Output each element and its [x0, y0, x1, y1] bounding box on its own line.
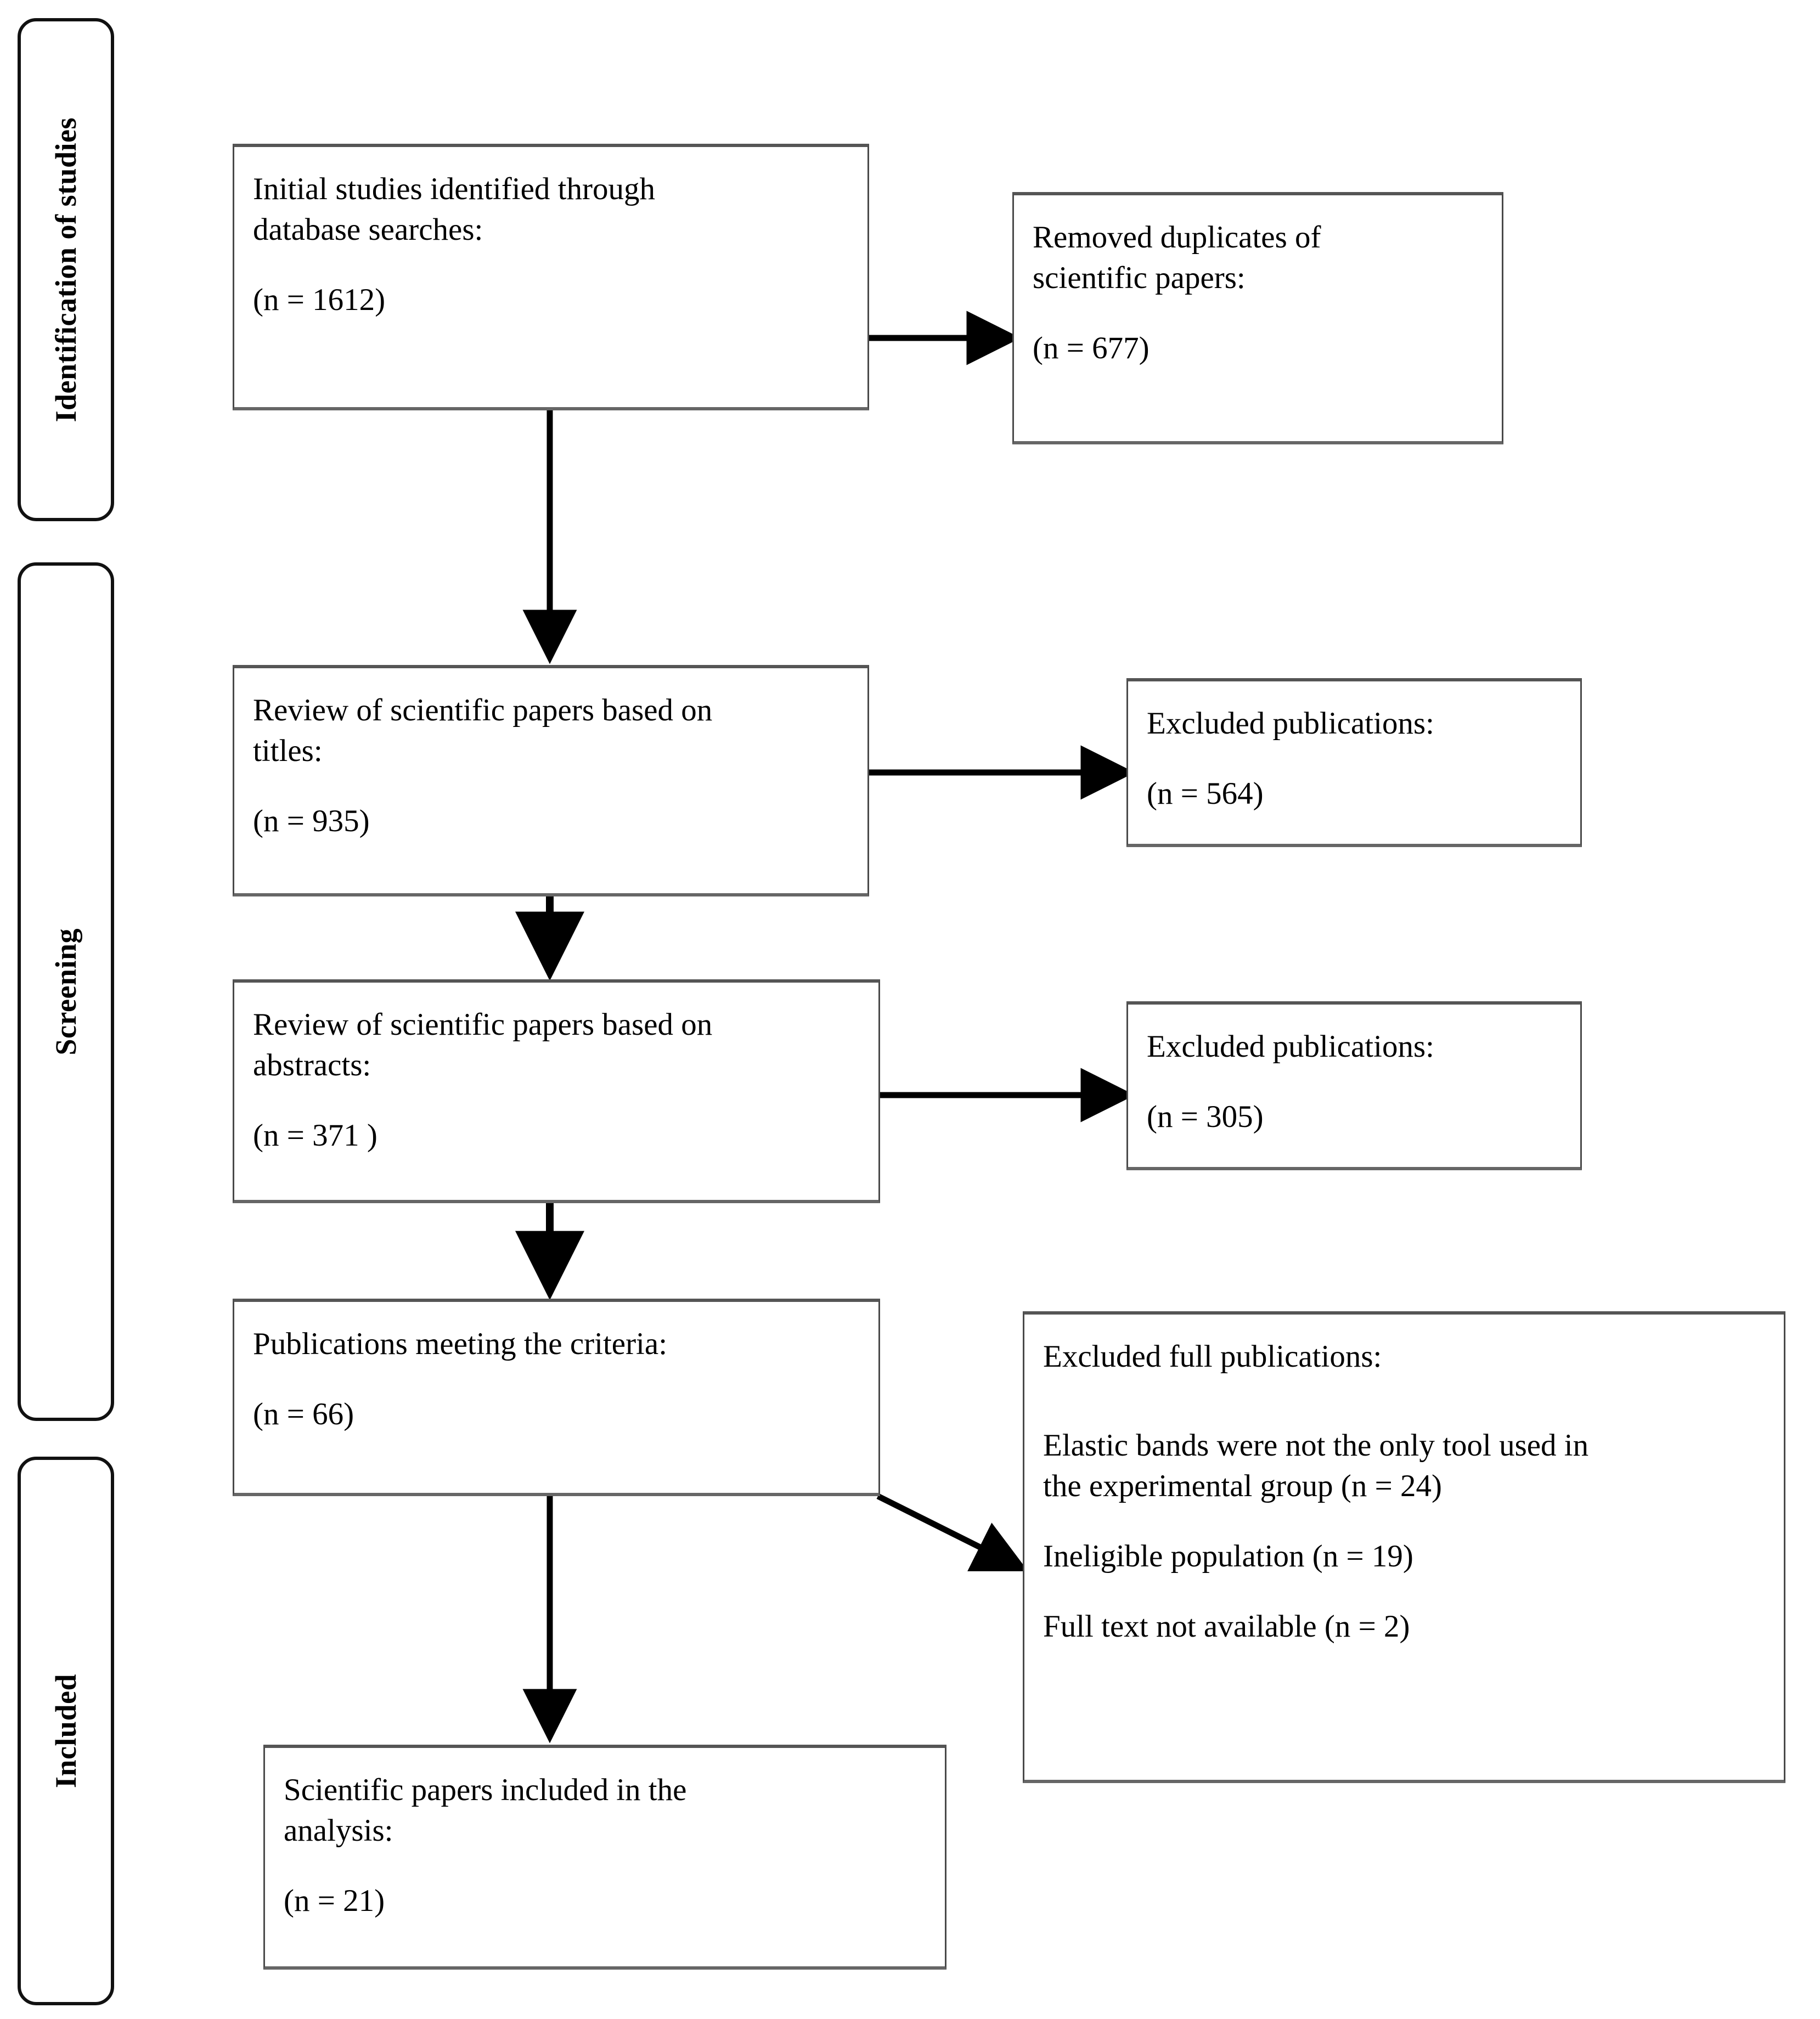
excluded-full-reason1-line1: Elastic bands were not the only tool use… [1043, 1428, 1589, 1463]
meeting-criteria-count: (n = 66) [253, 1397, 354, 1432]
stage-label-screening: Screening [49, 928, 82, 1056]
review-abstracts-count: (n = 371 ) [253, 1118, 377, 1153]
excluded-full-reason2: Ineligible population (n = 19) [1043, 1539, 1413, 1574]
stage-label-included: Included [49, 1673, 82, 1789]
removed-duplicates-count: (n = 677) [1033, 331, 1150, 366]
excluded-abstracts-line1: Excluded publications: [1147, 1029, 1434, 1064]
meeting-criteria-line1: Publications meeting the criteria: [253, 1327, 668, 1361]
included-analysis-line2: analysis: [284, 1813, 393, 1848]
box-initial-studies: Initial studies identified through datab… [233, 144, 869, 410]
excluded-full-heading: Excluded full publications: [1043, 1339, 1382, 1374]
excluded-full-reason1-line2: the experimental group (n = 24) [1043, 1469, 1443, 1504]
excluded-full-reason3: Full text not available (n = 2) [1043, 1609, 1410, 1644]
box-excluded-full: Excluded full publications: Elastic band… [1023, 1311, 1785, 1783]
initial-studies-count: (n = 1612) [253, 283, 386, 318]
stage-bracket-included: Included [18, 1457, 114, 2005]
box-excluded-abstracts: Excluded publications: (n = 305) [1126, 1001, 1582, 1170]
box-included-analysis: Scientific papers included in the analys… [263, 1745, 946, 1970]
review-abstracts-line1: Review of scientific papers based on [253, 1007, 713, 1042]
included-analysis-line1: Scientific papers included in the [284, 1773, 687, 1807]
excluded-abstracts-count: (n = 305) [1147, 1099, 1264, 1135]
box-review-titles: Review of scientific papers based on tit… [233, 665, 869, 896]
box-review-abstracts: Review of scientific papers based on abs… [233, 979, 880, 1203]
initial-studies-line2: database searches: [253, 212, 483, 247]
removed-duplicates-line2: scientific papers: [1033, 261, 1246, 296]
removed-duplicates-line1: Removed duplicates of [1033, 220, 1321, 255]
box-meeting-criteria: Publications meeting the criteria: (n = … [233, 1299, 880, 1496]
review-titles-line1: Review of scientific papers based on [253, 693, 713, 727]
box-excluded-titles: Excluded publications: (n = 564) [1126, 678, 1582, 847]
excluded-titles-line1: Excluded publications: [1147, 706, 1434, 741]
review-abstracts-line2: abstracts: [253, 1048, 371, 1083]
initial-studies-line1: Initial studies identified through [253, 172, 655, 206]
box-removed-duplicates: Removed duplicates of scientific papers:… [1012, 192, 1503, 444]
review-titles-count: (n = 935) [253, 804, 370, 839]
stage-bracket-screening: Screening [18, 562, 114, 1421]
review-titles-line2: titles: [253, 734, 323, 769]
arrow-criteria-to-excluded-full [876, 1493, 1028, 1571]
stage-bracket-identification: Identification of studies [18, 18, 114, 521]
stage-label-identification: Identification of studies [49, 117, 82, 422]
excluded-titles-count: (n = 564) [1147, 776, 1264, 811]
included-analysis-count: (n = 21) [284, 1883, 385, 1919]
